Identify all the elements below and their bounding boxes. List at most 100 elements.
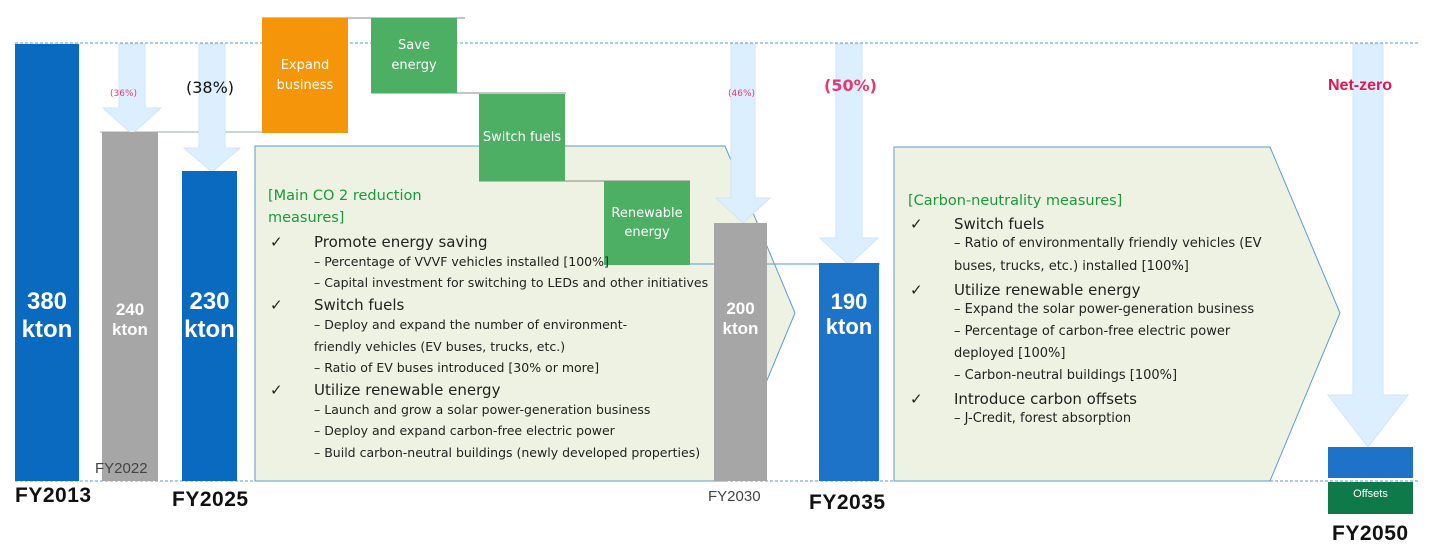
dash-icon: –: [954, 323, 961, 339]
panel2-group-title: ✓ Switch fuels: [908, 215, 1298, 233]
group-title-text: Utilize renewable energy: [954, 280, 1141, 299]
bar-fy2050-offsets: Offsets: [1328, 482, 1413, 514]
check-icon: ✓: [910, 280, 923, 299]
group-title-text: Switch fuels: [314, 296, 405, 315]
list-item: – Ratio of environmentally friendly vehi…: [908, 233, 1294, 277]
panel1-heading: [Main CO 2 reduction measures]: [268, 188, 422, 227]
list-item: – Percentage of carbon-free electric pow…: [908, 321, 1274, 365]
bar-fy2022-unit: kton: [112, 319, 148, 339]
bar-fy2030-value: 200: [726, 299, 755, 318]
check-icon: ✓: [910, 215, 923, 234]
offsets-label: Offsets: [1353, 488, 1388, 500]
group-title-text: Promote energy saving: [314, 232, 488, 251]
list-item-text: Ratio of EV buses introduced [30% or mor…: [324, 359, 600, 375]
panel1-group-title: ✓ Promote energy saving: [268, 233, 723, 251]
list-item: – Expand the solar power-generation busi…: [908, 299, 1298, 321]
dash-icon: –: [314, 275, 321, 291]
panel2-heading: [Carbon-neutrality measures]: [908, 193, 1123, 209]
list-item-text: Percentage of VVVF vehicles installed [1…: [324, 253, 609, 269]
list-item-text: Launch and grow a solar power-generation…: [324, 402, 651, 418]
list-item-text: Ratio of environmentally friendly vehicl…: [954, 236, 1262, 274]
year-fy2013: FY2013: [15, 484, 92, 507]
step-switch-fuels-label: Switch fuels: [482, 129, 562, 145]
reduction-fy2035: (50%): [824, 76, 877, 95]
bar-fy2022-value: 240: [115, 300, 145, 319]
list-item: – Deploy and expand carbon-free electric…: [268, 420, 723, 441]
group-title-text: Switch fuels: [954, 215, 1045, 234]
list-item: – Ratio of EV buses introduced [30% or m…: [268, 357, 723, 378]
check-icon: ✓: [910, 390, 923, 409]
panel2-group-title: ✓ Introduce carbon offsets: [908, 390, 1298, 408]
year-fy2050: FY2050: [1332, 522, 1409, 545]
bar-fy2030-unit: kton: [722, 318, 759, 338]
list-item-text: Percentage of carbon-free electric power…: [954, 323, 1231, 361]
dash-icon: –: [314, 444, 321, 460]
list-item: – J-Credit, forest absorption: [908, 408, 1298, 430]
list-item-text: Expand the solar power-generation busine…: [964, 301, 1255, 317]
arrow-fy2050: [1326, 43, 1410, 448]
dash-icon: –: [314, 359, 321, 375]
list-item: – Percentage of VVVF vehicles installed …: [268, 251, 723, 272]
list-item-text: J-Credit, forest absorption: [964, 411, 1132, 427]
dash-icon: –: [954, 236, 961, 252]
bar-fy2025-unit: kton: [184, 315, 235, 343]
list-item-text: Deploy and expand the number of environm…: [314, 317, 628, 354]
list-item-text: Deploy and expand carbon-free electric p…: [324, 423, 615, 439]
check-icon: ✓: [270, 296, 283, 315]
panel2-chevron: [893, 146, 1341, 482]
step-renewable-energy: Renewable energy: [604, 181, 690, 265]
dash-icon: –: [954, 301, 961, 317]
reduction-fy2050: Net-zero: [1328, 77, 1393, 94]
bar-fy2025-value: 230: [189, 288, 230, 315]
check-icon: ✓: [270, 381, 283, 400]
year-fy2035: FY2035: [809, 491, 886, 514]
bar-fy2050-emissions: [1328, 447, 1413, 478]
list-item-text: Build carbon-neutral buildings (newly de…: [324, 444, 701, 460]
dash-icon: –: [314, 423, 321, 439]
panel1-text: [Main CO 2 reduction measures] ✓ Promote …: [268, 185, 723, 463]
list-item: – Build carbon-neutral buildings (newly …: [268, 442, 723, 463]
list-item: – Deploy and expand the number of enviro…: [268, 314, 644, 357]
list-item: – Carbon-neutral buildings [100%]: [908, 365, 1298, 387]
group-title-text: Introduce carbon offsets: [954, 390, 1137, 409]
step-save-energy: Save energy: [371, 18, 457, 93]
list-item: – Capital investment for switching to LE…: [268, 272, 723, 293]
dash-icon: –: [314, 402, 321, 418]
panel1-group-title: ✓ Switch fuels: [268, 296, 723, 314]
dash-icon: –: [954, 367, 961, 383]
arrow-fy2025: [182, 43, 242, 173]
dash-icon: –: [954, 411, 961, 427]
reduction-fy2030: (46%): [728, 89, 756, 99]
reduction-fy2022: (36%): [110, 89, 138, 99]
list-item-text: Capital investment for switching to LEDs…: [324, 275, 709, 291]
year-fy2025: FY2025: [172, 488, 249, 511]
panel2-text: [Carbon-neutrality measures] ✓ Switch fue…: [908, 190, 1298, 430]
bar-fy2035-unit: kton: [825, 314, 873, 340]
arrow-fy2022: [101, 43, 163, 135]
step-renewable-energy-label: Renewable energy: [611, 205, 683, 241]
list-item: – Launch and grow a solar power-generati…: [268, 399, 723, 420]
step-expand-business-label: Expand business: [276, 58, 334, 93]
reduction-fy2025: (38%): [186, 78, 235, 97]
step-save-energy-label: Save energy: [391, 38, 437, 73]
group-title-text: Utilize renewable energy: [314, 381, 501, 400]
step-switch-fuels: Switch fuels: [479, 94, 565, 181]
bar-fy2013-unit: kton: [21, 315, 73, 343]
arrow-fy2030: [714, 43, 772, 224]
panel1-group-title: ✓ Utilize renewable energy: [268, 381, 723, 399]
dash-icon: –: [314, 253, 321, 269]
year-fy2030: FY2030: [708, 488, 761, 505]
bar-fy2013-value: 380: [26, 288, 68, 315]
panel2-group-title: ✓ Utilize renewable energy: [908, 281, 1298, 299]
arrow-fy2035: [818, 43, 880, 266]
list-item-text: Carbon-neutral buildings [100%]: [964, 367, 1178, 383]
bar-fy2035-value: 190: [830, 289, 868, 314]
check-icon: ✓: [270, 232, 283, 251]
dash-icon: –: [314, 317, 321, 333]
year-fy2022: FY2022: [95, 460, 148, 477]
